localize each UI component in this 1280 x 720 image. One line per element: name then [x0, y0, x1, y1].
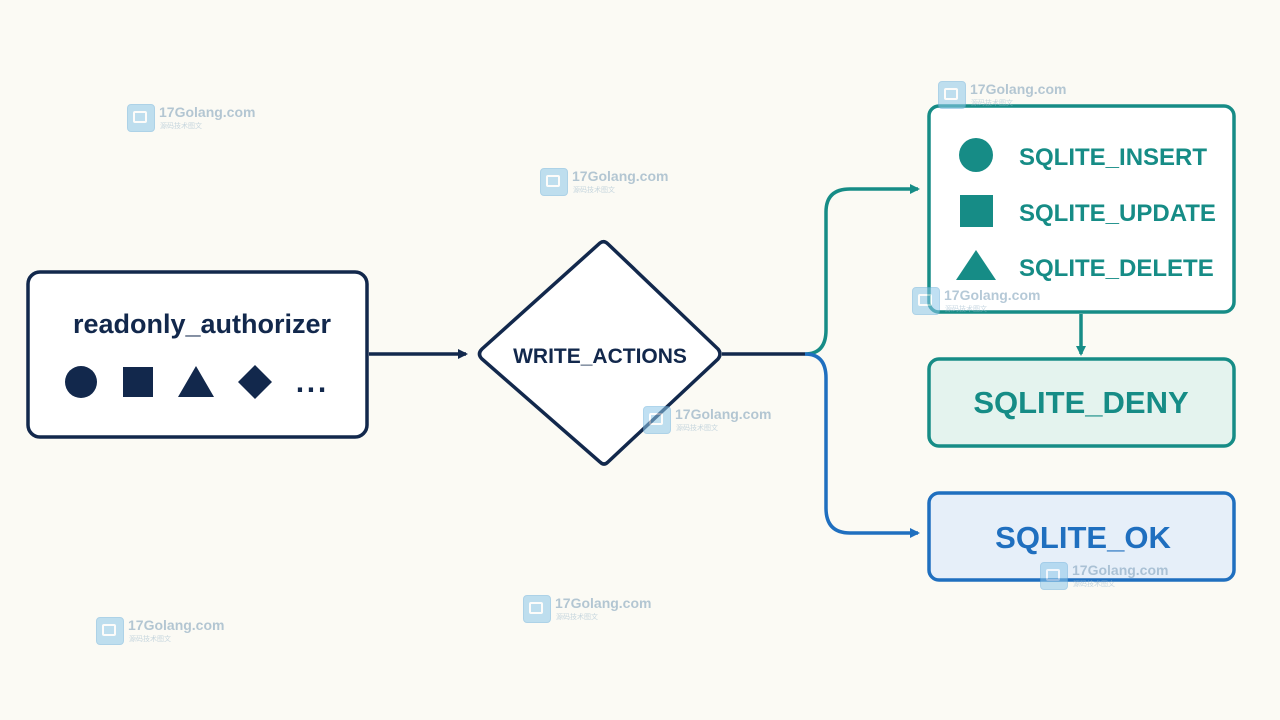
- square-icon: [123, 367, 153, 397]
- diamond-icon: [238, 365, 272, 399]
- watermark-sub: 源码技术图文: [676, 424, 718, 432]
- source-title: readonly_authorizer: [73, 309, 332, 339]
- watermark-text: 17Golang.com: [944, 287, 1041, 303]
- watermark-text: 17Golang.com: [128, 617, 225, 633]
- ok-box: [927, 491, 1236, 582]
- write-actions-node: SQLITE_INSERT SQLITE_UPDATE SQLITE_DELET…: [927, 104, 1236, 314]
- more-ellipsis: ...: [295, 370, 328, 398]
- watermark-sub: 源码技术图文: [160, 122, 202, 130]
- ok-node: SQLITE_OK: [927, 491, 1236, 582]
- write-action-delete: SQLITE_DELETE: [1019, 255, 1214, 282]
- write-action-update: SQLITE_UPDATE: [1019, 200, 1216, 227]
- watermark-logo-icon: [96, 617, 124, 645]
- deny-box: [927, 357, 1236, 448]
- watermark-logo-icon: [938, 81, 966, 109]
- source-box: [26, 270, 369, 439]
- ok-label: SQLITE_OK: [995, 520, 1171, 555]
- watermark-logo-icon: [1040, 562, 1068, 590]
- circle-icon: [959, 138, 993, 172]
- watermark-text: 17Golang.com: [1072, 562, 1169, 578]
- watermark-logo-icon: [127, 104, 155, 132]
- watermark-logo-icon: [643, 406, 671, 434]
- circle-icon: [65, 366, 97, 398]
- triangle-icon: [178, 366, 214, 397]
- watermark-text: 17Golang.com: [159, 104, 256, 120]
- watermark-sub: 源码技术图文: [573, 186, 615, 194]
- triangle-icon: [956, 250, 996, 280]
- watermark-sub: 源码技术图文: [129, 635, 171, 643]
- deny-node: SQLITE_DENY: [927, 357, 1236, 448]
- watermark-sub: 源码技术图文: [1073, 580, 1115, 588]
- watermark-sub: 源码技术图文: [971, 99, 1013, 107]
- watermark-text: 17Golang.com: [675, 406, 772, 422]
- watermark-logo-icon: [912, 287, 940, 315]
- decision-label: WRITE_ACTIONS: [513, 345, 687, 368]
- watermark-logo-icon: [523, 595, 551, 623]
- source-node: readonly_authorizer ...: [26, 270, 369, 439]
- arrow-to-write-actions: [804, 184, 920, 356]
- watermark-text: 17Golang.com: [970, 81, 1067, 97]
- deny-label: SQLITE_DENY: [973, 385, 1189, 420]
- watermark-sub: 源码技术图文: [945, 305, 987, 313]
- watermark-sub: 源码技术图文: [556, 613, 598, 621]
- watermark-logo-icon: [540, 168, 568, 196]
- arrow-to-ok: [804, 352, 920, 538]
- watermark-text: 17Golang.com: [572, 168, 669, 184]
- watermark-text: 17Golang.com: [555, 595, 652, 611]
- square-icon: [960, 195, 993, 227]
- write-actions-box: [927, 104, 1236, 314]
- write-action-insert: SQLITE_INSERT: [1019, 144, 1207, 171]
